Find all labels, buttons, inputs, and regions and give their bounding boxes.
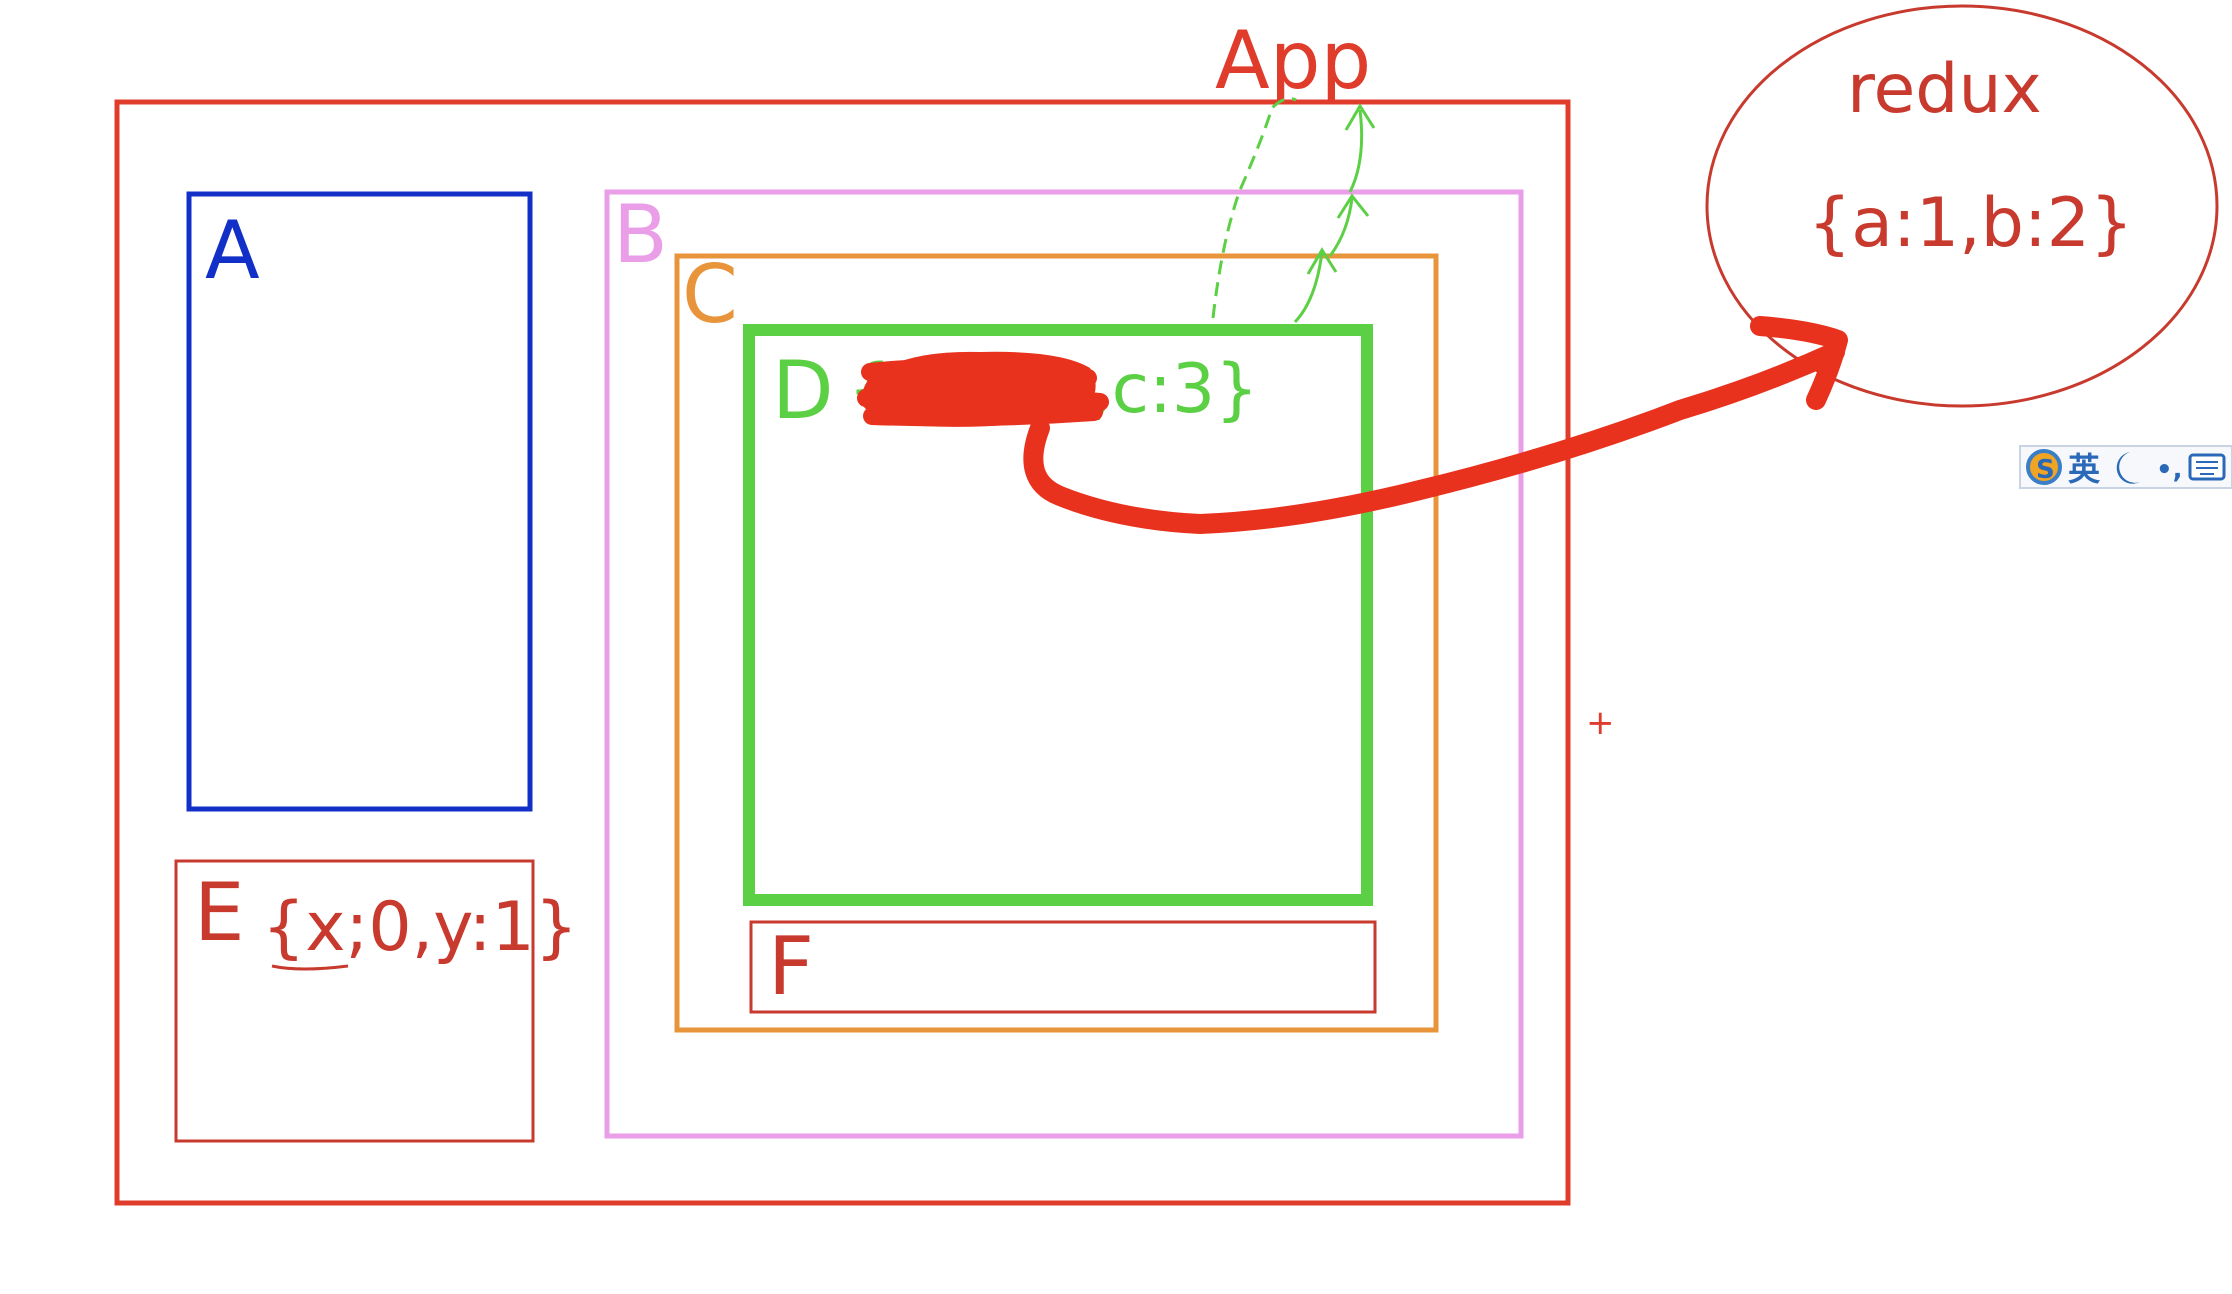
- ime-toolbar[interactable]: S 英 •,: [2019, 445, 2232, 489]
- redux-store-ellipse: [1705, 4, 2219, 408]
- d-to-app-dashed-path: [1211, 97, 1297, 319]
- redux-state: {a:1,b:2}: [1808, 184, 2133, 263]
- cursor-plus-mark: +: [1586, 703, 1615, 743]
- c-to-b-arrow: [1328, 197, 1354, 257]
- redux-label: redux: [1847, 50, 2042, 129]
- component-a-box: [186, 191, 533, 812]
- component-c-box: [674, 253, 1439, 1033]
- b-to-app-arrow-head: [1344, 103, 1376, 131]
- component-c-label: C: [682, 248, 738, 341]
- b-to-app-arrow: [1348, 109, 1364, 193]
- component-e-label: E: [194, 866, 245, 959]
- component-f-label: F: [768, 920, 814, 1013]
- component-e-box: [174, 859, 535, 1143]
- ime-language-toggle[interactable]: 英: [2068, 450, 2101, 488]
- component-d-label: D: [772, 344, 834, 437]
- keyboard-icon[interactable]: [2188, 453, 2226, 481]
- ime-punctuation-toggle[interactable]: •,: [2156, 455, 2183, 485]
- e-state-underline: [271, 964, 349, 971]
- component-e-state: {x;0,y:1}: [262, 888, 578, 967]
- d-to-redux-arrow: [1023, 342, 1845, 534]
- component-f-box: [749, 920, 1377, 1014]
- d-to-c-arrow: [1293, 251, 1324, 324]
- ime-logo-icon[interactable]: [2026, 449, 2062, 485]
- redacted-scribble-stroke: [857, 359, 1109, 427]
- d-to-c-arrow-head: [1306, 247, 1338, 275]
- component-d-state-tail: ,c:3}: [1090, 350, 1258, 429]
- component-b-box: [604, 189, 1524, 1139]
- app-box: [114, 99, 1571, 1206]
- component-a-label: A: [205, 204, 260, 297]
- d-to-redux-arrow-head: [1750, 316, 1848, 410]
- app-label: App: [1215, 14, 1371, 107]
- component-b-label: B: [613, 188, 668, 281]
- component-d-box: [743, 324, 1373, 906]
- c-to-b-arrow-head: [1336, 193, 1370, 219]
- ime-logo-glyph: S: [2036, 455, 2055, 485]
